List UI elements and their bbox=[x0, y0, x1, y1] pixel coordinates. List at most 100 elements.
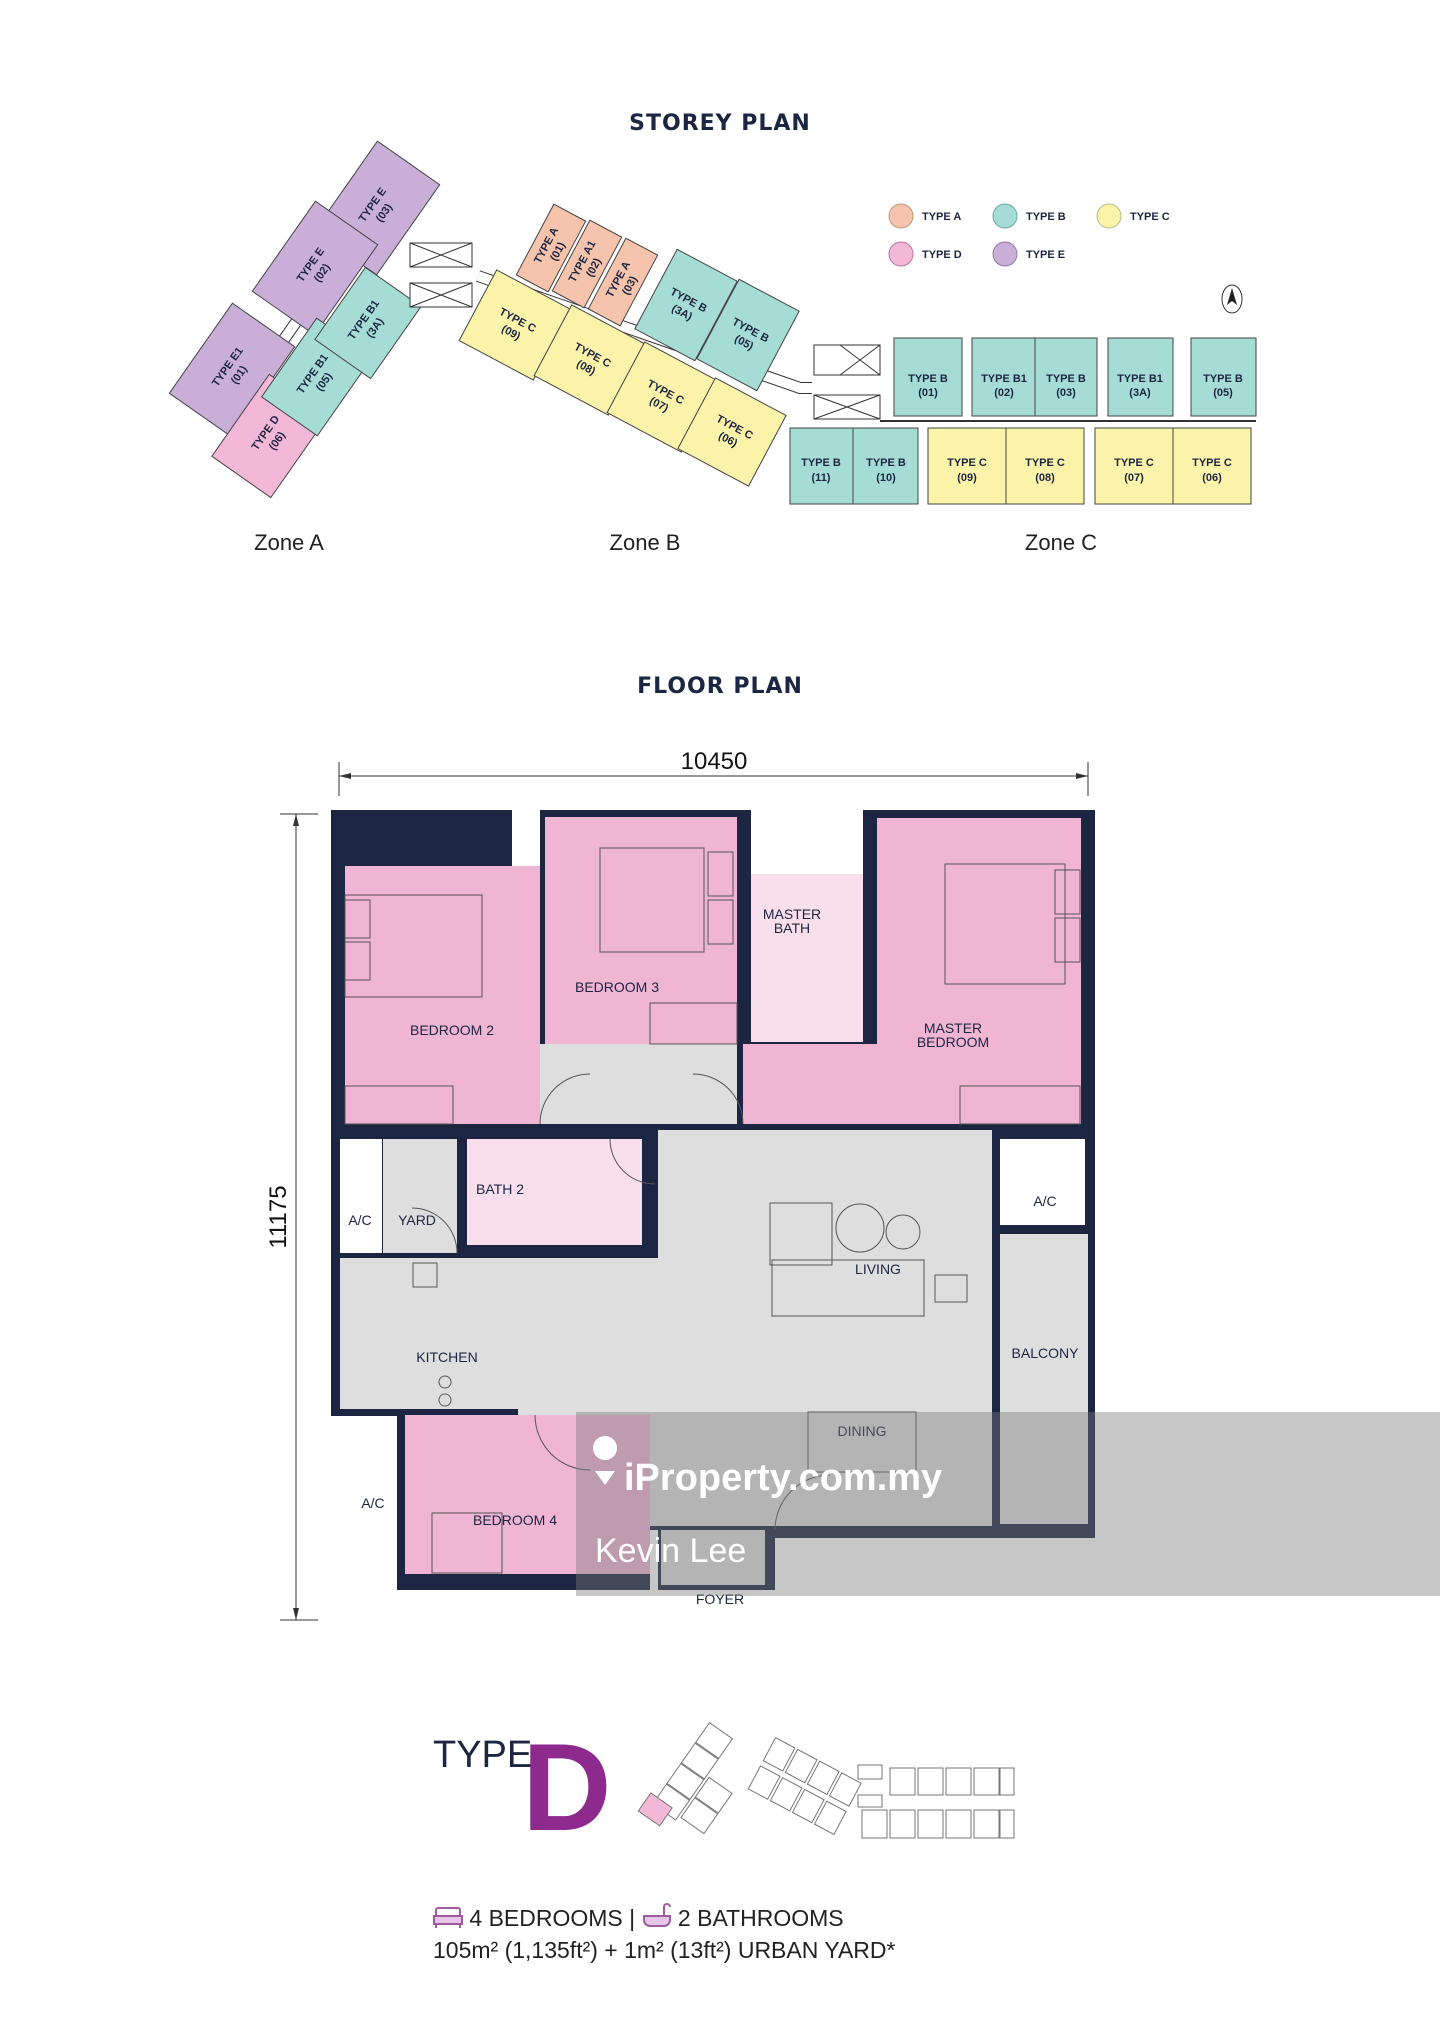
storey-plan-title: STOREY PLAN bbox=[629, 111, 811, 136]
furniture bbox=[344, 847, 1081, 1574]
zone-b-block: TYPE A(01) TYPE A1(02) TYPE A(03) TYPE B… bbox=[458, 203, 812, 487]
legend-label: TYPE B bbox=[1026, 211, 1066, 223]
unit-label: TYPE C bbox=[1192, 457, 1232, 469]
type-label: TYPE bbox=[433, 1734, 532, 1776]
legend-swatch bbox=[1096, 203, 1122, 229]
room-label-kitchen: KITCHEN bbox=[416, 1349, 477, 1365]
unit-label: TYPE B bbox=[801, 457, 841, 469]
unit-number: (08) bbox=[1035, 472, 1055, 484]
lift-core-a bbox=[409, 242, 473, 308]
unit-label: TYPE B bbox=[1203, 373, 1243, 385]
height-dimension: 11175 bbox=[265, 813, 318, 1621]
room-label-foyer: FOYER bbox=[696, 1591, 744, 1607]
unit-label: TYPE B bbox=[866, 457, 906, 469]
legend-label: TYPE E bbox=[1026, 249, 1065, 261]
master-bedroom bbox=[743, 818, 1081, 1124]
bath-2 bbox=[467, 1139, 642, 1245]
legend-label: TYPE D bbox=[922, 249, 962, 261]
unit-label: TYPE B bbox=[1046, 373, 1086, 385]
zone-c-label: Zone C bbox=[1025, 530, 1097, 555]
legend-swatch bbox=[888, 203, 914, 229]
location-pin-icon bbox=[593, 1436, 618, 1485]
width-dimension: 10450 bbox=[338, 748, 1089, 796]
room-label-bedroom-3: BEDROOM 3 bbox=[575, 979, 659, 995]
bedroom-2 bbox=[345, 866, 540, 1124]
spec-separator: | bbox=[629, 1905, 636, 1931]
unit-label: TYPE B1 bbox=[1117, 373, 1163, 385]
yard-area bbox=[383, 1139, 457, 1253]
legend-item-type-d: TYPE D bbox=[888, 241, 962, 267]
unit-number: (09) bbox=[957, 472, 977, 484]
room-label-master-bath-line2: BATH bbox=[774, 920, 810, 936]
watermark-brand: iProperty.com.my bbox=[624, 1457, 942, 1499]
unit-label: TYPE C bbox=[947, 457, 987, 469]
room-count-line: 4 BEDROOMS | 2 BATHROOMS bbox=[433, 1903, 844, 1932]
bed-icon bbox=[433, 1907, 463, 1928]
legend-label: TYPE C bbox=[1130, 211, 1170, 223]
room-labels: BEDROOM 2 BEDROOM 3 MASTER BATH MASTER B… bbox=[348, 906, 1079, 1607]
unit-label: TYPE B bbox=[908, 373, 948, 385]
room-label-master-bedroom: MASTER bbox=[924, 1020, 982, 1036]
room-label-bedroom-4: BEDROOM 4 bbox=[473, 1512, 557, 1528]
height-dimension-label: 11175 bbox=[265, 1185, 292, 1248]
zone-c-lower-row: TYPE B (11) TYPE B (10) TYPE C (09) TYPE C (… bbox=[789, 427, 1252, 505]
unit-number: (02) bbox=[994, 387, 1014, 399]
balcony-area bbox=[1000, 1234, 1088, 1524]
room-label-living: LIVING bbox=[855, 1261, 901, 1277]
ac-ledge-right bbox=[1000, 1139, 1085, 1225]
legend-swatch bbox=[992, 241, 1018, 267]
width-dimension-label: 10450 bbox=[681, 748, 748, 775]
corridor bbox=[540, 1044, 737, 1124]
storey-legend: TYPE A TYPE B TYPE C TYPE D TYPE E bbox=[888, 203, 1170, 267]
room-label-ac-right: A/C bbox=[1033, 1193, 1056, 1209]
room-label-ac-yard: A/C bbox=[348, 1212, 371, 1228]
master-bath bbox=[751, 874, 863, 1042]
room-label-yard: YARD bbox=[398, 1212, 436, 1228]
unit-label: TYPE B1 bbox=[981, 373, 1027, 385]
unit-number: (11) bbox=[812, 472, 831, 484]
foyer-area bbox=[661, 1530, 765, 1585]
room-label-ac-lower: A/C bbox=[361, 1495, 384, 1511]
unit-number: (03) bbox=[1056, 387, 1076, 399]
room-label-bedroom-2: BEDROOM 2 bbox=[410, 1022, 494, 1038]
room-label-dining: DINING bbox=[838, 1423, 887, 1439]
zone-b-label: Zone B bbox=[610, 530, 681, 555]
legend-swatch bbox=[888, 241, 914, 267]
legend-label: TYPE A bbox=[922, 211, 961, 223]
legend-item-type-e: TYPE E bbox=[992, 241, 1065, 267]
lift-core-c bbox=[813, 344, 881, 420]
unit-number: (01) bbox=[918, 387, 938, 399]
living-dining bbox=[658, 1130, 992, 1526]
zone-a-label: Zone A bbox=[254, 530, 324, 555]
unit-number: (10) bbox=[876, 472, 896, 484]
room-label-master-bath: MASTER bbox=[763, 906, 821, 922]
unit-number: (05) bbox=[1213, 387, 1233, 399]
key-plan-thumbnail bbox=[637, 1722, 1015, 1839]
bedrooms-count: 4 BEDROOMS bbox=[469, 1905, 623, 1931]
type-letter: D bbox=[522, 1719, 612, 1857]
unit-number: (06) bbox=[1202, 472, 1222, 484]
watermark-agent: Kevin Lee bbox=[595, 1532, 746, 1570]
bathtub-icon bbox=[642, 1903, 671, 1927]
floor-plan-drawing: BEDROOM 2 BEDROOM 3 MASTER BATH MASTER B… bbox=[331, 810, 1095, 1607]
zone-a-block: TYPE E(03) TYPE E(02) TYPE E1(01) TYPE D… bbox=[168, 140, 473, 499]
bathrooms-count: 2 BATHROOMS bbox=[677, 1905, 844, 1931]
watermark: iProperty.com.my Kevin Lee bbox=[576, 1412, 1440, 1596]
legend-swatch bbox=[992, 203, 1018, 229]
bedroom-3 bbox=[545, 817, 737, 1044]
room-label-master-bedroom-line2: BEDROOM bbox=[917, 1034, 989, 1050]
floor-plan-title: FLOOR PLAN bbox=[637, 674, 803, 699]
north-arrow-icon bbox=[1221, 284, 1243, 314]
legend-item-type-c: TYPE C bbox=[1096, 203, 1170, 229]
unit-label: TYPE C bbox=[1114, 457, 1154, 469]
room-label-bath-2: BATH 2 bbox=[476, 1181, 524, 1197]
zone-c-upper-row: TYPE B (01) TYPE B1 (02) TYPE B (03) TYPE B… bbox=[893, 337, 1257, 417]
room-label-balcony: BALCONY bbox=[1012, 1345, 1080, 1361]
zone-c-block: TYPE B (01) TYPE B1 (02) TYPE B (03) TYPE B… bbox=[789, 337, 1257, 505]
legend-item-type-b: TYPE B bbox=[992, 203, 1066, 229]
unit-area: 105m² (1,135ft²) + 1m² (13ft²) URBAN YAR… bbox=[433, 1937, 896, 1963]
unit-number: (07) bbox=[1124, 472, 1144, 484]
kitchen-area bbox=[340, 1258, 518, 1409]
legend-item-type-a: TYPE A bbox=[888, 203, 961, 229]
unit-number: (3A) bbox=[1129, 387, 1151, 399]
